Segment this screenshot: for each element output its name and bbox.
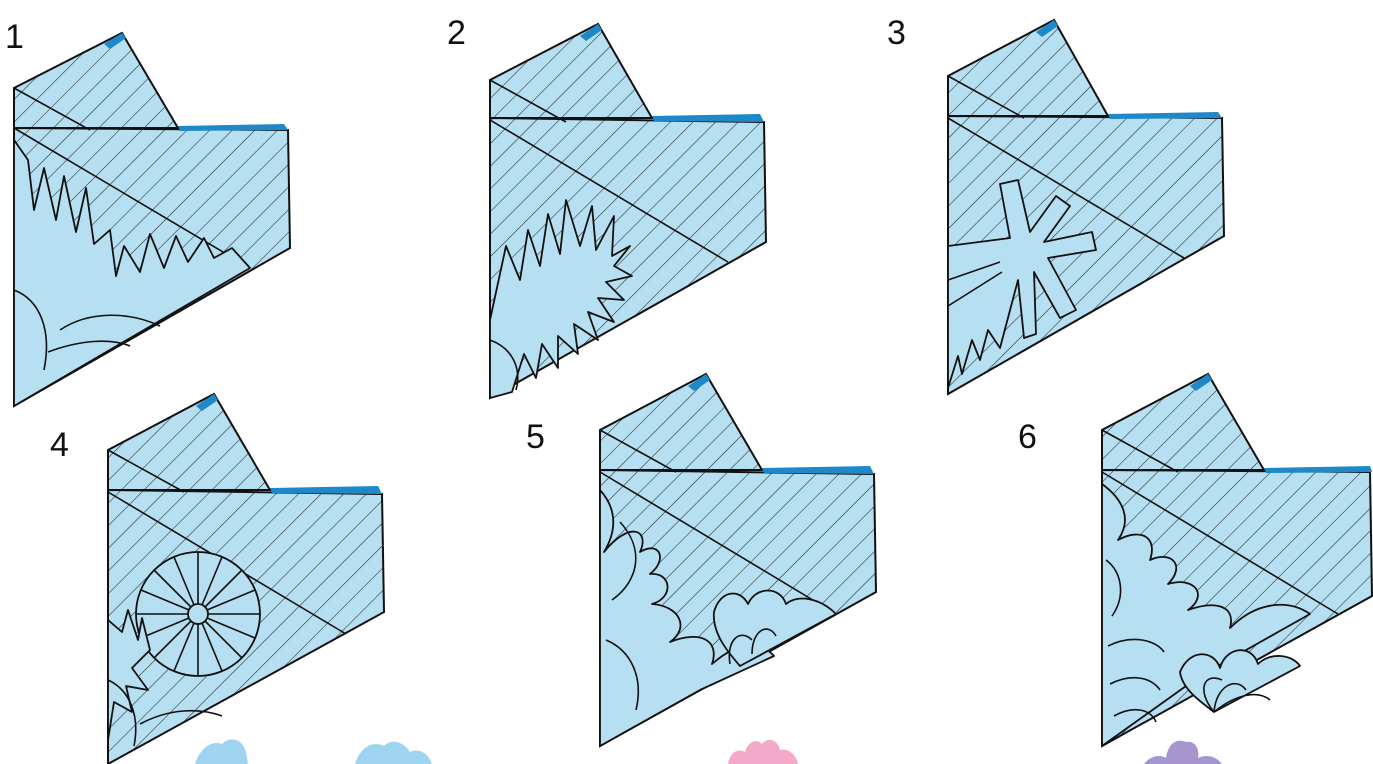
folded-paper-6: [1102, 374, 1372, 746]
folded-paper-2: [490, 24, 766, 398]
flower-cut: [1180, 650, 1300, 712]
paper-edge: [1108, 112, 1222, 119]
step-number-1: 1: [5, 18, 24, 56]
folded-paper-5: [600, 374, 876, 746]
step-number-4: 4: [50, 426, 69, 464]
paper-edge: [178, 124, 288, 131]
upper-flap: [108, 394, 270, 490]
paper-edge: [652, 114, 764, 122]
teaser-blue-snowflake-2: [355, 742, 432, 764]
sun-wheel-cut: [136, 552, 260, 676]
folded-paper-1: [14, 33, 290, 406]
teaser-pink-snowflake: [728, 740, 798, 764]
folded-paper-3: [948, 20, 1224, 394]
teaser-snowflakes: [195, 739, 1222, 764]
upper-flap: [948, 20, 1108, 116]
paper-edge: [762, 466, 874, 474]
upper-flap: [490, 24, 652, 118]
step-number-6: 6: [1018, 418, 1037, 456]
paper-edge: [270, 486, 382, 494]
teaser-purple-snowflake: [1144, 741, 1222, 764]
upper-flap: [600, 374, 762, 470]
paper-edge: [1264, 466, 1372, 473]
flower-cut: [714, 591, 836, 667]
step-number-2: 2: [447, 14, 466, 52]
step-number-3: 3: [887, 14, 906, 52]
folded-paper-4: [108, 394, 384, 764]
upper-flap: [1102, 374, 1264, 470]
teaser-blue-snowflake-1: [195, 739, 248, 764]
upper-flap: [14, 33, 178, 128]
step-number-5: 5: [526, 418, 545, 456]
